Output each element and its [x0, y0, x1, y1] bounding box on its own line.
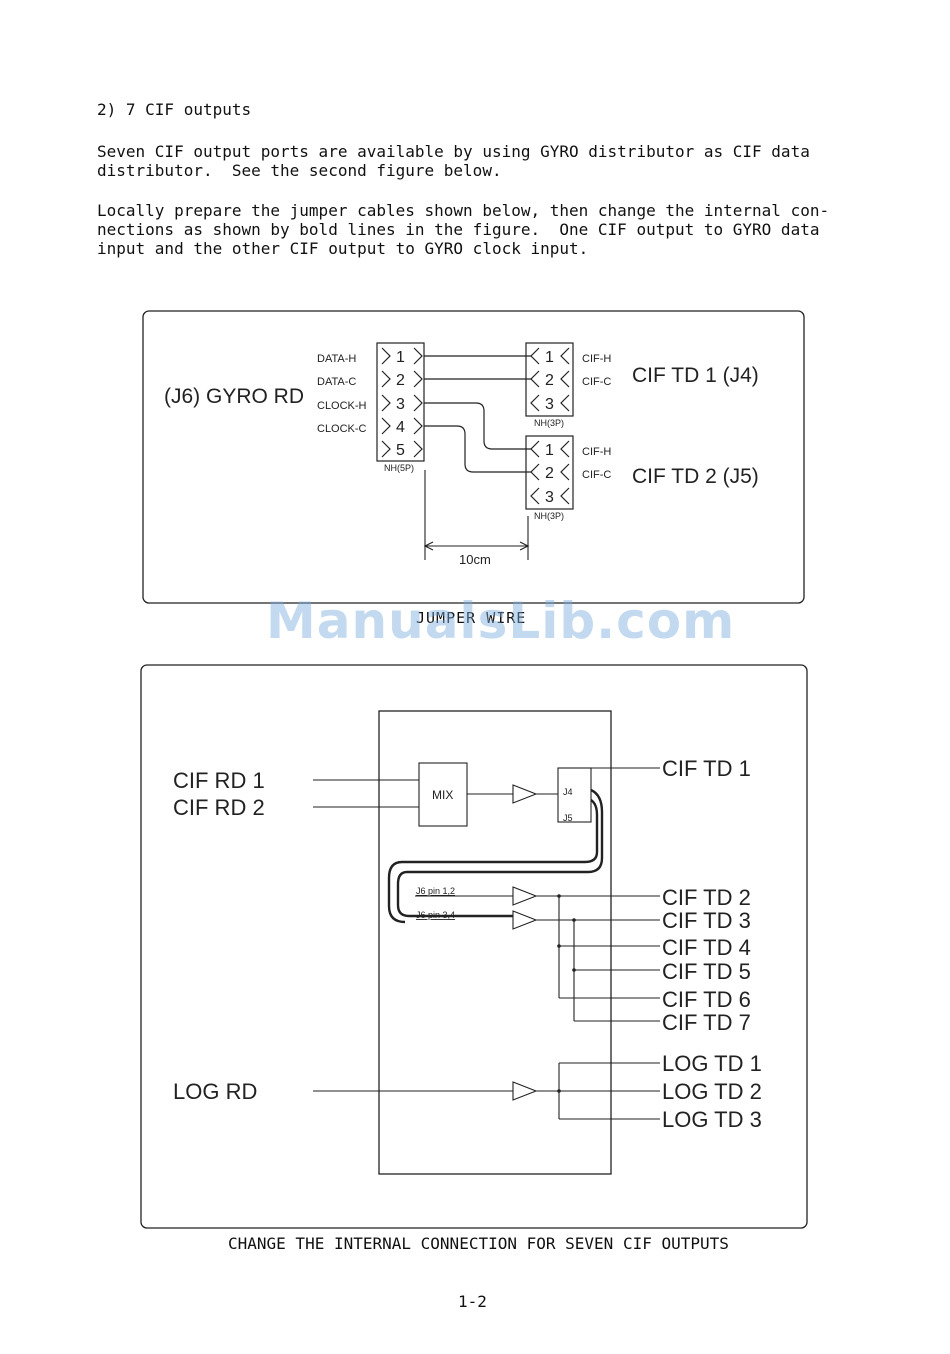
figure1-pin-label-clock-c: CLOCK-C [317, 423, 367, 435]
output-cif-td-2: CIF TD 2 [662, 885, 751, 910]
figure2-wiring [313, 762, 660, 1120]
paragraph-instructions: Locally prepare the jumper cables shown … [97, 201, 829, 258]
dest1-label: CIF TD 1 (J4) [632, 364, 759, 387]
dimension-line [423, 470, 530, 560]
connector-3p-j4-pin-2: 2 [545, 372, 554, 389]
output-cif-td-5: CIF TD 5 [662, 959, 751, 984]
connector-3p-j4-pin-3: 3 [545, 396, 554, 413]
dest1-pin-label-cif-h: CIF-H [582, 353, 611, 365]
input-cif-rd-1: CIF RD 1 [173, 768, 265, 793]
connector-3p-j5-pin-2: 2 [545, 465, 554, 482]
connector-5p-type: NH(5P) [384, 463, 414, 473]
distributor-box [378, 710, 612, 1175]
output-cif-td-7: CIF TD 7 [662, 1010, 751, 1035]
jack-j6-pin34-label: J6 pin 3,4 [416, 910, 455, 920]
dest2-pin-label-cif-c: CIF-C [582, 469, 611, 481]
figure1-frame [142, 310, 805, 604]
jumper-wires [424, 355, 531, 473]
figure1-pin-label-data-h: DATA-H [317, 353, 356, 365]
figure1-pin-label-clock-h: CLOCK-H [317, 400, 367, 412]
connector-5p-pin-5: 5 [396, 442, 405, 459]
output-log-td-3: LOG TD 3 [662, 1107, 762, 1132]
connector-3p-j5-type: NH(3P) [534, 511, 564, 521]
input-log-rd: LOG RD [173, 1079, 257, 1104]
jack-j6-pin12-label: J6 pin 1,2 [416, 886, 455, 896]
dest2-pin-label-cif-h: CIF-H [582, 446, 611, 458]
connector-5p-chevrons [381, 347, 423, 458]
figure1-caption: JUMPER WIRE [416, 609, 527, 627]
connector-5p [376, 342, 425, 462]
watermark: ManualsLib.com [266, 592, 736, 650]
connector-3p-j5-pin-3: 3 [545, 489, 554, 506]
connector-3p-j4-type: NH(3P) [534, 418, 564, 428]
output-cif-td-3: CIF TD 3 [662, 908, 751, 933]
section-heading: 2) 7 CIF outputs [97, 100, 252, 119]
connector-3p-j5-pin-1: 1 [545, 442, 554, 459]
paragraph-instructions-line-1: Locally prepare the jumper cables shown … [97, 201, 830, 220]
jack-j4-label: J4 [563, 787, 573, 797]
output-log-td-1: LOG TD 1 [662, 1051, 762, 1076]
output-cif-td-4: CIF TD 4 [662, 935, 751, 960]
mixer-label: MIX [432, 788, 453, 802]
figure2-frame [140, 664, 808, 1229]
paragraph-intro: Seven CIF output ports are available by … [97, 142, 810, 180]
output-cif-td-1: CIF TD 1 [662, 756, 751, 781]
connector-5p-pin-3: 3 [396, 396, 405, 413]
figure2-caption: CHANGE THE INTERNAL CONNECTION FOR SEVEN… [228, 1234, 729, 1253]
page-number: 1-2 [458, 1292, 487, 1311]
dest2-label: CIF TD 2 (J5) [632, 465, 759, 488]
connector-5p-pin-2: 2 [396, 372, 405, 389]
input-cif-rd-2: CIF RD 2 [173, 795, 265, 820]
figure1-pin-label-data-c: DATA-C [317, 376, 356, 388]
paragraph-intro-line-2: distributor. See the second figure below… [97, 161, 502, 180]
connector-3p-j4-pin-1: 1 [545, 349, 554, 366]
output-cif-td-6: CIF TD 6 [662, 987, 751, 1012]
connector-5p-pin-1: 1 [396, 349, 405, 366]
dimension-label: 10cm [459, 552, 491, 567]
jack-j5-label: J5 [563, 813, 573, 823]
dest1-pin-label-cif-c: CIF-C [582, 376, 611, 388]
paragraph-intro-line-1: Seven CIF output ports are available by … [97, 142, 810, 161]
connector-5p-pin-4: 4 [396, 419, 405, 436]
paragraph-instructions-line-2: nections as shown by bold lines in the f… [97, 220, 820, 239]
junction-dots [557, 894, 576, 1093]
paragraph-instructions-line-3: input and the other CIF output to GYRO c… [97, 239, 589, 258]
output-log-td-2: LOG TD 2 [662, 1079, 762, 1104]
figure1-source-label: (J6) GYRO RD [164, 385, 304, 408]
